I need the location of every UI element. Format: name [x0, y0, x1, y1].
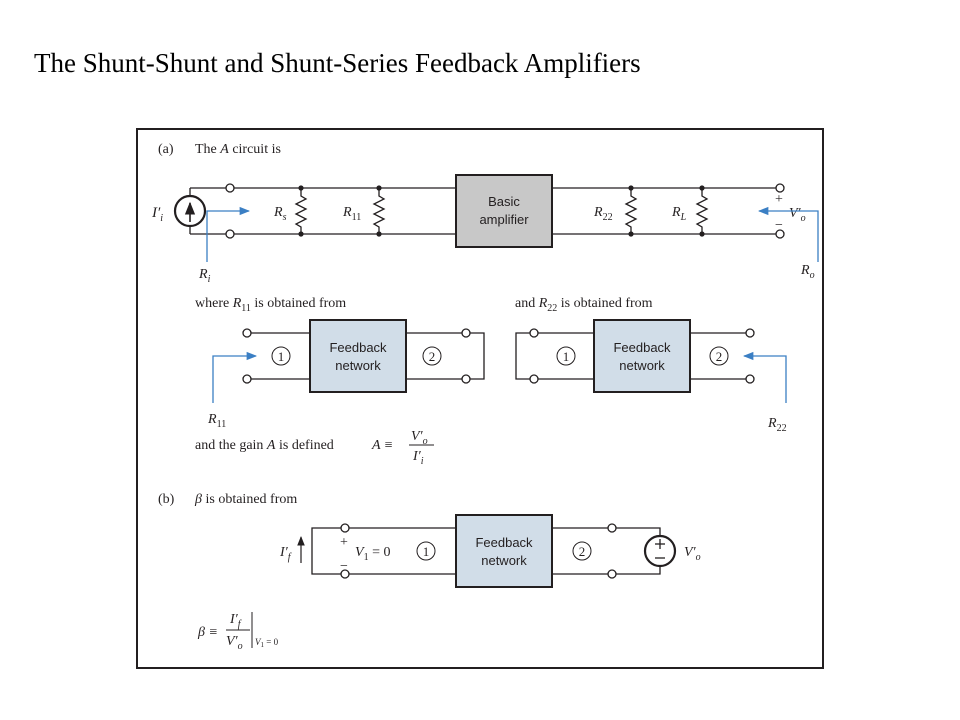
r22-feedback-circuit: Feedback network 1 2 R22: [515, 319, 787, 434]
beta-port1-label: 1: [423, 544, 430, 559]
beta-circuit: I′f + − V1 = 0 1 Feedback network 2 V′o: [279, 514, 701, 588]
a-circuit-wires: [189, 187, 776, 235]
part-a: (a) The A circuit is I′i Ri: [151, 142, 819, 467]
r22-arrow: [742, 351, 787, 403]
r11-feedback-circuit: Feedback network 1 2 R11: [207, 319, 485, 430]
rs-label: Rs: [273, 205, 287, 223]
slide-title: The Shunt-Shunt and Shunt-Series Feedbac…: [34, 48, 641, 78]
feedback-network-r11-line1: Feedback: [329, 340, 387, 355]
r11-port2-label: 2: [429, 349, 436, 364]
beta-numerator: I′f: [229, 612, 242, 630]
gain-numerator: V′o: [411, 429, 428, 447]
gain-lhs: A ≡: [371, 438, 393, 453]
feedback-network-r11-line2: network: [335, 358, 381, 373]
v1-minus: −: [340, 559, 348, 574]
part-b-label: (b): [158, 492, 175, 507]
beta-denominator: V′o: [226, 634, 243, 652]
vo-minus: −: [775, 218, 783, 233]
feedback-network-block-r11: [309, 319, 407, 393]
rl-resistor-icon: [695, 185, 709, 237]
r22-resistor-icon: [624, 185, 638, 237]
r22-arrow-label: R22: [767, 416, 787, 434]
and-caption: and R22 is obtained from: [515, 296, 653, 314]
part-a-caption: The A circuit is: [195, 142, 281, 157]
r11-port1-label: 1: [278, 349, 285, 364]
feedback-network-block-beta: [455, 514, 553, 588]
where-caption: where R11 is obtained from: [195, 296, 346, 314]
r22-port2-label: 2: [716, 349, 723, 364]
r22-port1-label: 1: [563, 349, 570, 364]
vo-plus: +: [775, 192, 783, 207]
vo-source-label: V′o: [684, 545, 701, 563]
current-source-icon: [173, 194, 207, 228]
feedback-network-r22-line2: network: [619, 358, 665, 373]
feedback-network-beta-line2: network: [481, 553, 527, 568]
v1-plus: +: [340, 535, 348, 550]
voltage-source-icon: [643, 534, 677, 568]
part-a-label: (a): [158, 142, 174, 157]
r11-arrow: [212, 351, 258, 403]
rl-label: RL: [671, 205, 687, 223]
v1-label: V1 = 0: [355, 545, 390, 563]
ro-arrow: [757, 206, 819, 262]
feedback-network-beta-line1: Feedback: [475, 535, 533, 550]
source-label: I′i: [151, 205, 163, 224]
ri-arrow: [206, 206, 251, 262]
basic-amplifier-line2: amplifier: [479, 212, 529, 227]
r22-label: R22: [593, 205, 613, 223]
part-b: (b) β is obtained from I′f + − V1 = 0 1 …: [158, 492, 701, 652]
feedback-network-r22-line1: Feedback: [613, 340, 671, 355]
r11-resistor-icon: [372, 185, 386, 237]
r11-label: R11: [342, 205, 361, 223]
rs-resistor-icon: [294, 185, 308, 237]
if-label: I′f: [279, 545, 292, 563]
gain-caption: and the gain A is defined: [195, 438, 334, 453]
part-b-caption: β is obtained from: [194, 492, 297, 507]
feedback-network-block-r22: [593, 319, 691, 393]
basic-amplifier-line1: Basic: [488, 194, 520, 209]
ro-label: Ro: [800, 263, 815, 281]
basic-amplifier-block: [455, 174, 553, 248]
ri-label: Ri: [198, 267, 211, 285]
r11-arrow-label: R11: [207, 412, 226, 430]
beta-lhs: β ≡: [197, 625, 218, 640]
beta-port2-label: 2: [579, 544, 586, 559]
gain-denominator: I′i: [412, 449, 424, 467]
beta-condition: V1 = 0: [255, 637, 279, 649]
vo-label: V′o: [789, 206, 806, 224]
